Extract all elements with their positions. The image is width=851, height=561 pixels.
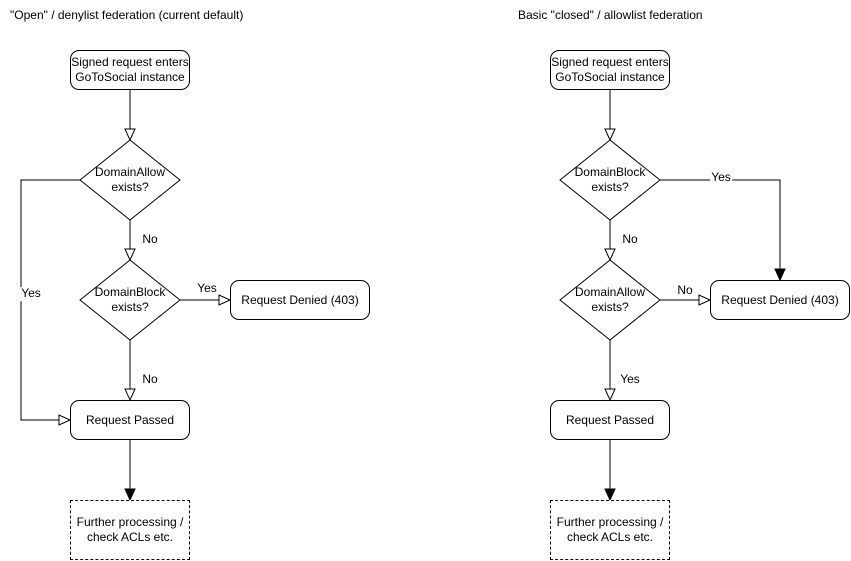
decision-domainallow-left-shape	[79, 139, 181, 221]
edge-right-domainallow-no-to-denied	[660, 294, 712, 306]
node-further-processing-right: Further processing / check ACLs etc.	[550, 500, 670, 560]
edge-label-left-allow-no: No	[141, 232, 159, 247]
node-start-right: Signed request enters GoToSocial instanc…	[550, 50, 670, 90]
edge-right-domainallow-yes-to-passed	[604, 340, 616, 402]
node-request-passed-left: Request Passed	[70, 400, 190, 440]
edge-label-left-allow-yes: Yes	[20, 286, 42, 301]
edge-left-domainallow-no	[124, 220, 136, 262]
edge-right-passed-to-further	[604, 440, 616, 502]
node-request-denied-right: Request Denied (403)	[710, 280, 850, 320]
decision-domainblock-right-shape	[559, 139, 661, 221]
edge-left-domainblock-yes-to-denied	[180, 294, 232, 306]
left-flow-title: "Open" / denylist federation (current de…	[10, 8, 244, 22]
edge-left-passed-to-further	[124, 440, 136, 502]
edge-label-right-allow-no: No	[676, 283, 694, 298]
edge-label-right-block-no: No	[621, 232, 639, 247]
edge-label-right-allow-yes: Yes	[619, 372, 641, 387]
edge-left-start-to-domainallow	[124, 90, 136, 142]
edge-label-left-block-yes: Yes	[196, 281, 218, 296]
edge-label-right-block-yes: Yes	[710, 170, 732, 185]
edge-right-domainblock-yes-to-denied	[660, 179, 786, 282]
edge-right-domainblock-no	[604, 220, 616, 262]
decision-domainblock-left-shape	[79, 259, 181, 341]
right-flow-title: Basic "closed" / allowlist federation	[518, 8, 703, 22]
node-start-left: Signed request enters GoToSocial instanc…	[70, 50, 190, 90]
node-further-processing-left: Further processing / check ACLs etc.	[70, 500, 190, 560]
node-request-passed-right: Request Passed	[550, 400, 670, 440]
edge-left-domainblock-no-to-passed	[124, 340, 136, 402]
edge-left-domainallow-yes-branch	[20, 179, 80, 426]
node-request-denied-left: Request Denied (403)	[230, 280, 370, 320]
decision-domainallow-right-shape	[559, 259, 661, 341]
edge-label-left-block-no: No	[141, 372, 159, 387]
edge-right-start-to-domainblock	[604, 90, 616, 142]
